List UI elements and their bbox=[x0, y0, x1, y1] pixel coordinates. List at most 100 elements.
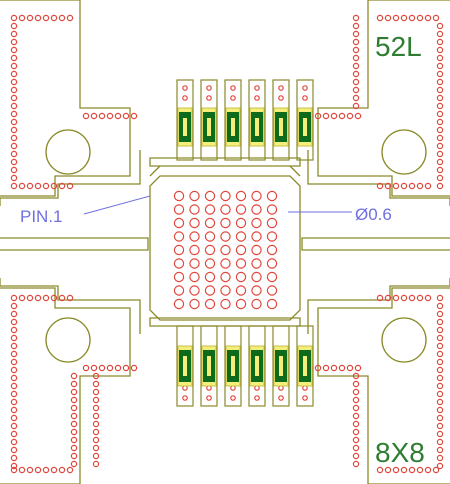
via bbox=[416, 466, 424, 474]
via bbox=[10, 342, 18, 350]
via bbox=[10, 318, 18, 326]
via bbox=[376, 182, 384, 190]
top-lead-finger bbox=[224, 79, 242, 161]
bottom-capacitor bbox=[273, 345, 289, 387]
via bbox=[173, 298, 185, 310]
via bbox=[189, 258, 200, 269]
via bbox=[106, 112, 114, 120]
right-feed-stub bbox=[301, 237, 450, 251]
via bbox=[352, 420, 360, 428]
via bbox=[92, 444, 100, 452]
via bbox=[220, 271, 231, 283]
via bbox=[220, 258, 231, 269]
via bbox=[90, 364, 98, 372]
via bbox=[330, 112, 338, 120]
via bbox=[220, 244, 231, 256]
top-left-pad-outline-lower bbox=[0, 150, 141, 206]
via bbox=[10, 358, 18, 366]
via bbox=[70, 436, 78, 444]
via bbox=[10, 430, 18, 438]
via bbox=[92, 404, 100, 412]
via bbox=[436, 294, 444, 302]
via bbox=[266, 271, 278, 283]
bottom-lead-finger bbox=[200, 325, 218, 407]
via bbox=[10, 62, 18, 70]
via bbox=[206, 85, 212, 91]
via bbox=[50, 182, 58, 190]
via bbox=[254, 95, 260, 101]
via bbox=[10, 142, 18, 150]
via bbox=[204, 298, 216, 310]
via bbox=[173, 231, 185, 242]
via bbox=[416, 14, 424, 22]
via bbox=[352, 412, 360, 420]
bottom-capacitor bbox=[225, 345, 241, 387]
via bbox=[352, 380, 360, 388]
via bbox=[266, 190, 278, 202]
via bbox=[34, 14, 42, 22]
via bbox=[204, 190, 216, 202]
via bbox=[436, 462, 444, 470]
via bbox=[432, 466, 440, 474]
via bbox=[70, 380, 78, 388]
via bbox=[302, 85, 308, 91]
via bbox=[70, 428, 78, 436]
bottom-lead-finger bbox=[224, 325, 242, 407]
via bbox=[436, 46, 444, 54]
via bbox=[416, 294, 424, 302]
via bbox=[10, 390, 18, 398]
bottom-left-pad-outline bbox=[0, 287, 131, 484]
via bbox=[354, 364, 362, 372]
via bbox=[436, 302, 444, 310]
component-row bbox=[177, 107, 313, 387]
via bbox=[130, 364, 138, 372]
via-diameter-label: Ø0.6 bbox=[355, 205, 392, 224]
via bbox=[436, 174, 444, 182]
via bbox=[251, 217, 262, 229]
via bbox=[322, 364, 330, 372]
via bbox=[416, 182, 424, 190]
annotations: PIN.1 Ø0.6 52L 8X8 bbox=[20, 31, 425, 468]
via bbox=[10, 22, 18, 30]
via bbox=[400, 14, 408, 22]
via bbox=[173, 190, 185, 202]
via bbox=[235, 190, 247, 202]
via bbox=[114, 364, 122, 372]
top-finger-comb bbox=[149, 157, 301, 167]
mounting-hole-top-left bbox=[45, 129, 91, 175]
via bbox=[70, 396, 78, 404]
via bbox=[266, 204, 278, 215]
top-lead-finger bbox=[248, 79, 266, 161]
via bbox=[10, 454, 18, 462]
via bbox=[106, 364, 114, 372]
via bbox=[400, 466, 408, 474]
via bbox=[251, 271, 262, 283]
capacitor-marking bbox=[231, 118, 235, 136]
via bbox=[10, 134, 18, 142]
top-lead-finger bbox=[296, 79, 314, 161]
via bbox=[235, 285, 247, 296]
via-field bbox=[10, 14, 444, 474]
via bbox=[204, 217, 216, 229]
via bbox=[266, 231, 278, 242]
via bbox=[424, 14, 432, 22]
via bbox=[436, 54, 444, 62]
via bbox=[26, 294, 34, 302]
via bbox=[302, 395, 308, 401]
via bbox=[122, 364, 130, 372]
via bbox=[436, 30, 444, 38]
top-right-pad-outline-lower bbox=[307, 150, 450, 206]
via bbox=[251, 190, 262, 202]
via bbox=[70, 388, 78, 396]
via bbox=[235, 231, 247, 242]
via bbox=[322, 112, 330, 120]
mounting-hole-bottom-right bbox=[381, 317, 427, 363]
via bbox=[376, 294, 384, 302]
via bbox=[266, 244, 278, 256]
via bbox=[235, 204, 247, 215]
via bbox=[352, 22, 360, 30]
via bbox=[98, 112, 106, 120]
via bbox=[436, 350, 444, 358]
via bbox=[346, 112, 354, 120]
